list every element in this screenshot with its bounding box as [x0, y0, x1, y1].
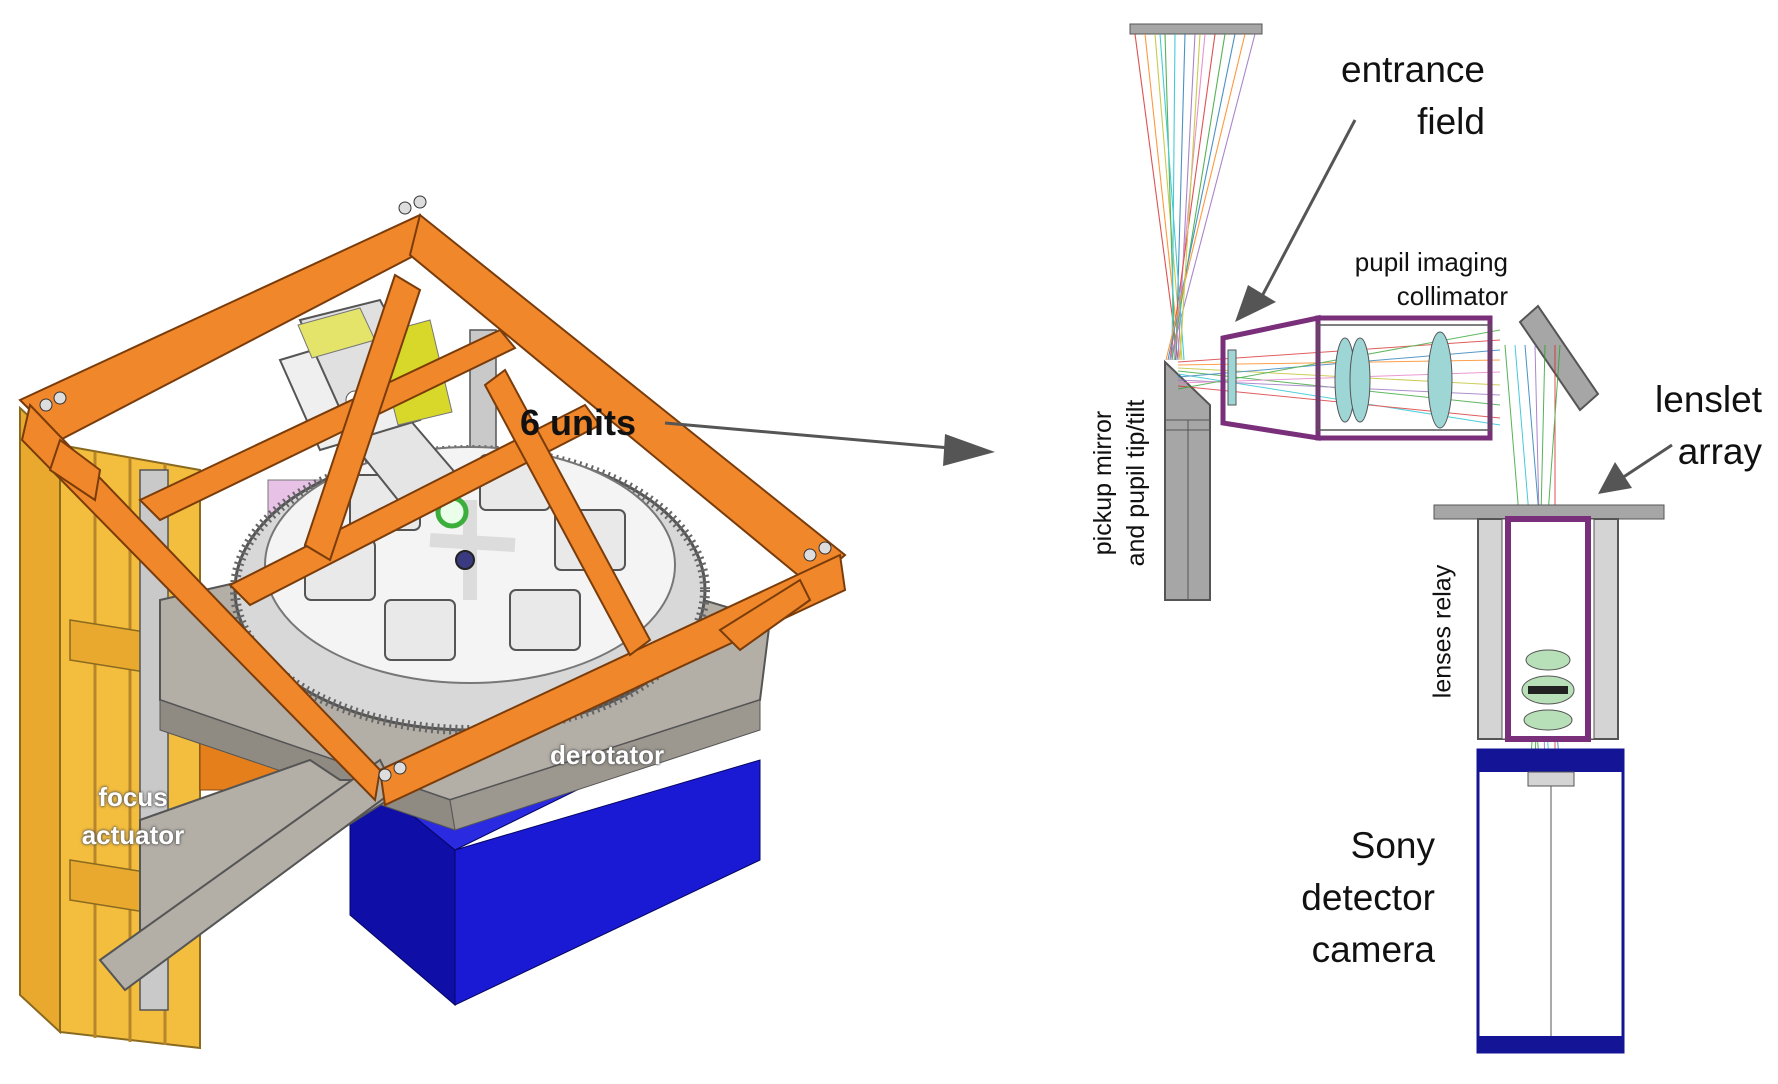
sony-camera-label: Sony detector camera — [1250, 820, 1435, 976]
annotation-arrows — [1235, 119, 1673, 494]
sony-camera-line2: detector — [1301, 877, 1435, 918]
pointer-arrow-to-optics — [664, 421, 995, 466]
lenses-relay-label: lenses relay — [1428, 564, 1457, 699]
focus-actuator-label: focus actuator — [58, 778, 208, 854]
sony-camera-line1: Sony — [1350, 825, 1435, 866]
lenslet-array-line2: array — [1677, 431, 1762, 472]
pickup-mirror-line1: pickup mirror — [1089, 410, 1117, 556]
focus-actuator-line1: focus — [98, 782, 168, 812]
units-label: 6 units — [520, 402, 637, 443]
focus-actuator-line2: actuator — [81, 820, 185, 850]
pupil-collimator-line1: pupil imaging — [1354, 247, 1508, 277]
pupil-imaging-collimator-label: pupil imaging collimator — [1300, 245, 1508, 313]
input-ray-fan — [1134, 33, 1256, 361]
sony-camera-line3: camera — [1311, 929, 1435, 970]
orange-top-frame — [18, 213, 847, 807]
lenses-relay-housing — [1477, 516, 1619, 742]
lenslet-array-line1: lenslet — [1655, 379, 1762, 420]
entrance-field-line1: entrance — [1341, 49, 1485, 90]
pickup-mirror-line2: and pupil tip/tilt — [1122, 399, 1150, 567]
pupil-imaging-collimator-housing — [1220, 314, 1493, 441]
pickup-mirror-mount — [1164, 359, 1211, 601]
pupil-collimator-line2: collimator — [1396, 281, 1508, 311]
sony-detector-camera — [1476, 748, 1625, 1054]
entrance-field-plate — [1129, 23, 1263, 35]
frame-bolts — [39, 195, 832, 782]
lenslet-array-label: lenslet array — [1612, 374, 1762, 478]
pickup-mirror-label: pickup mirror and pupil tip/tilt — [1087, 353, 1153, 613]
derotator-label: derotator — [550, 740, 665, 770]
entrance-field-line2: field — [1417, 101, 1485, 142]
entrance-field-label: entrance field — [1295, 44, 1485, 148]
